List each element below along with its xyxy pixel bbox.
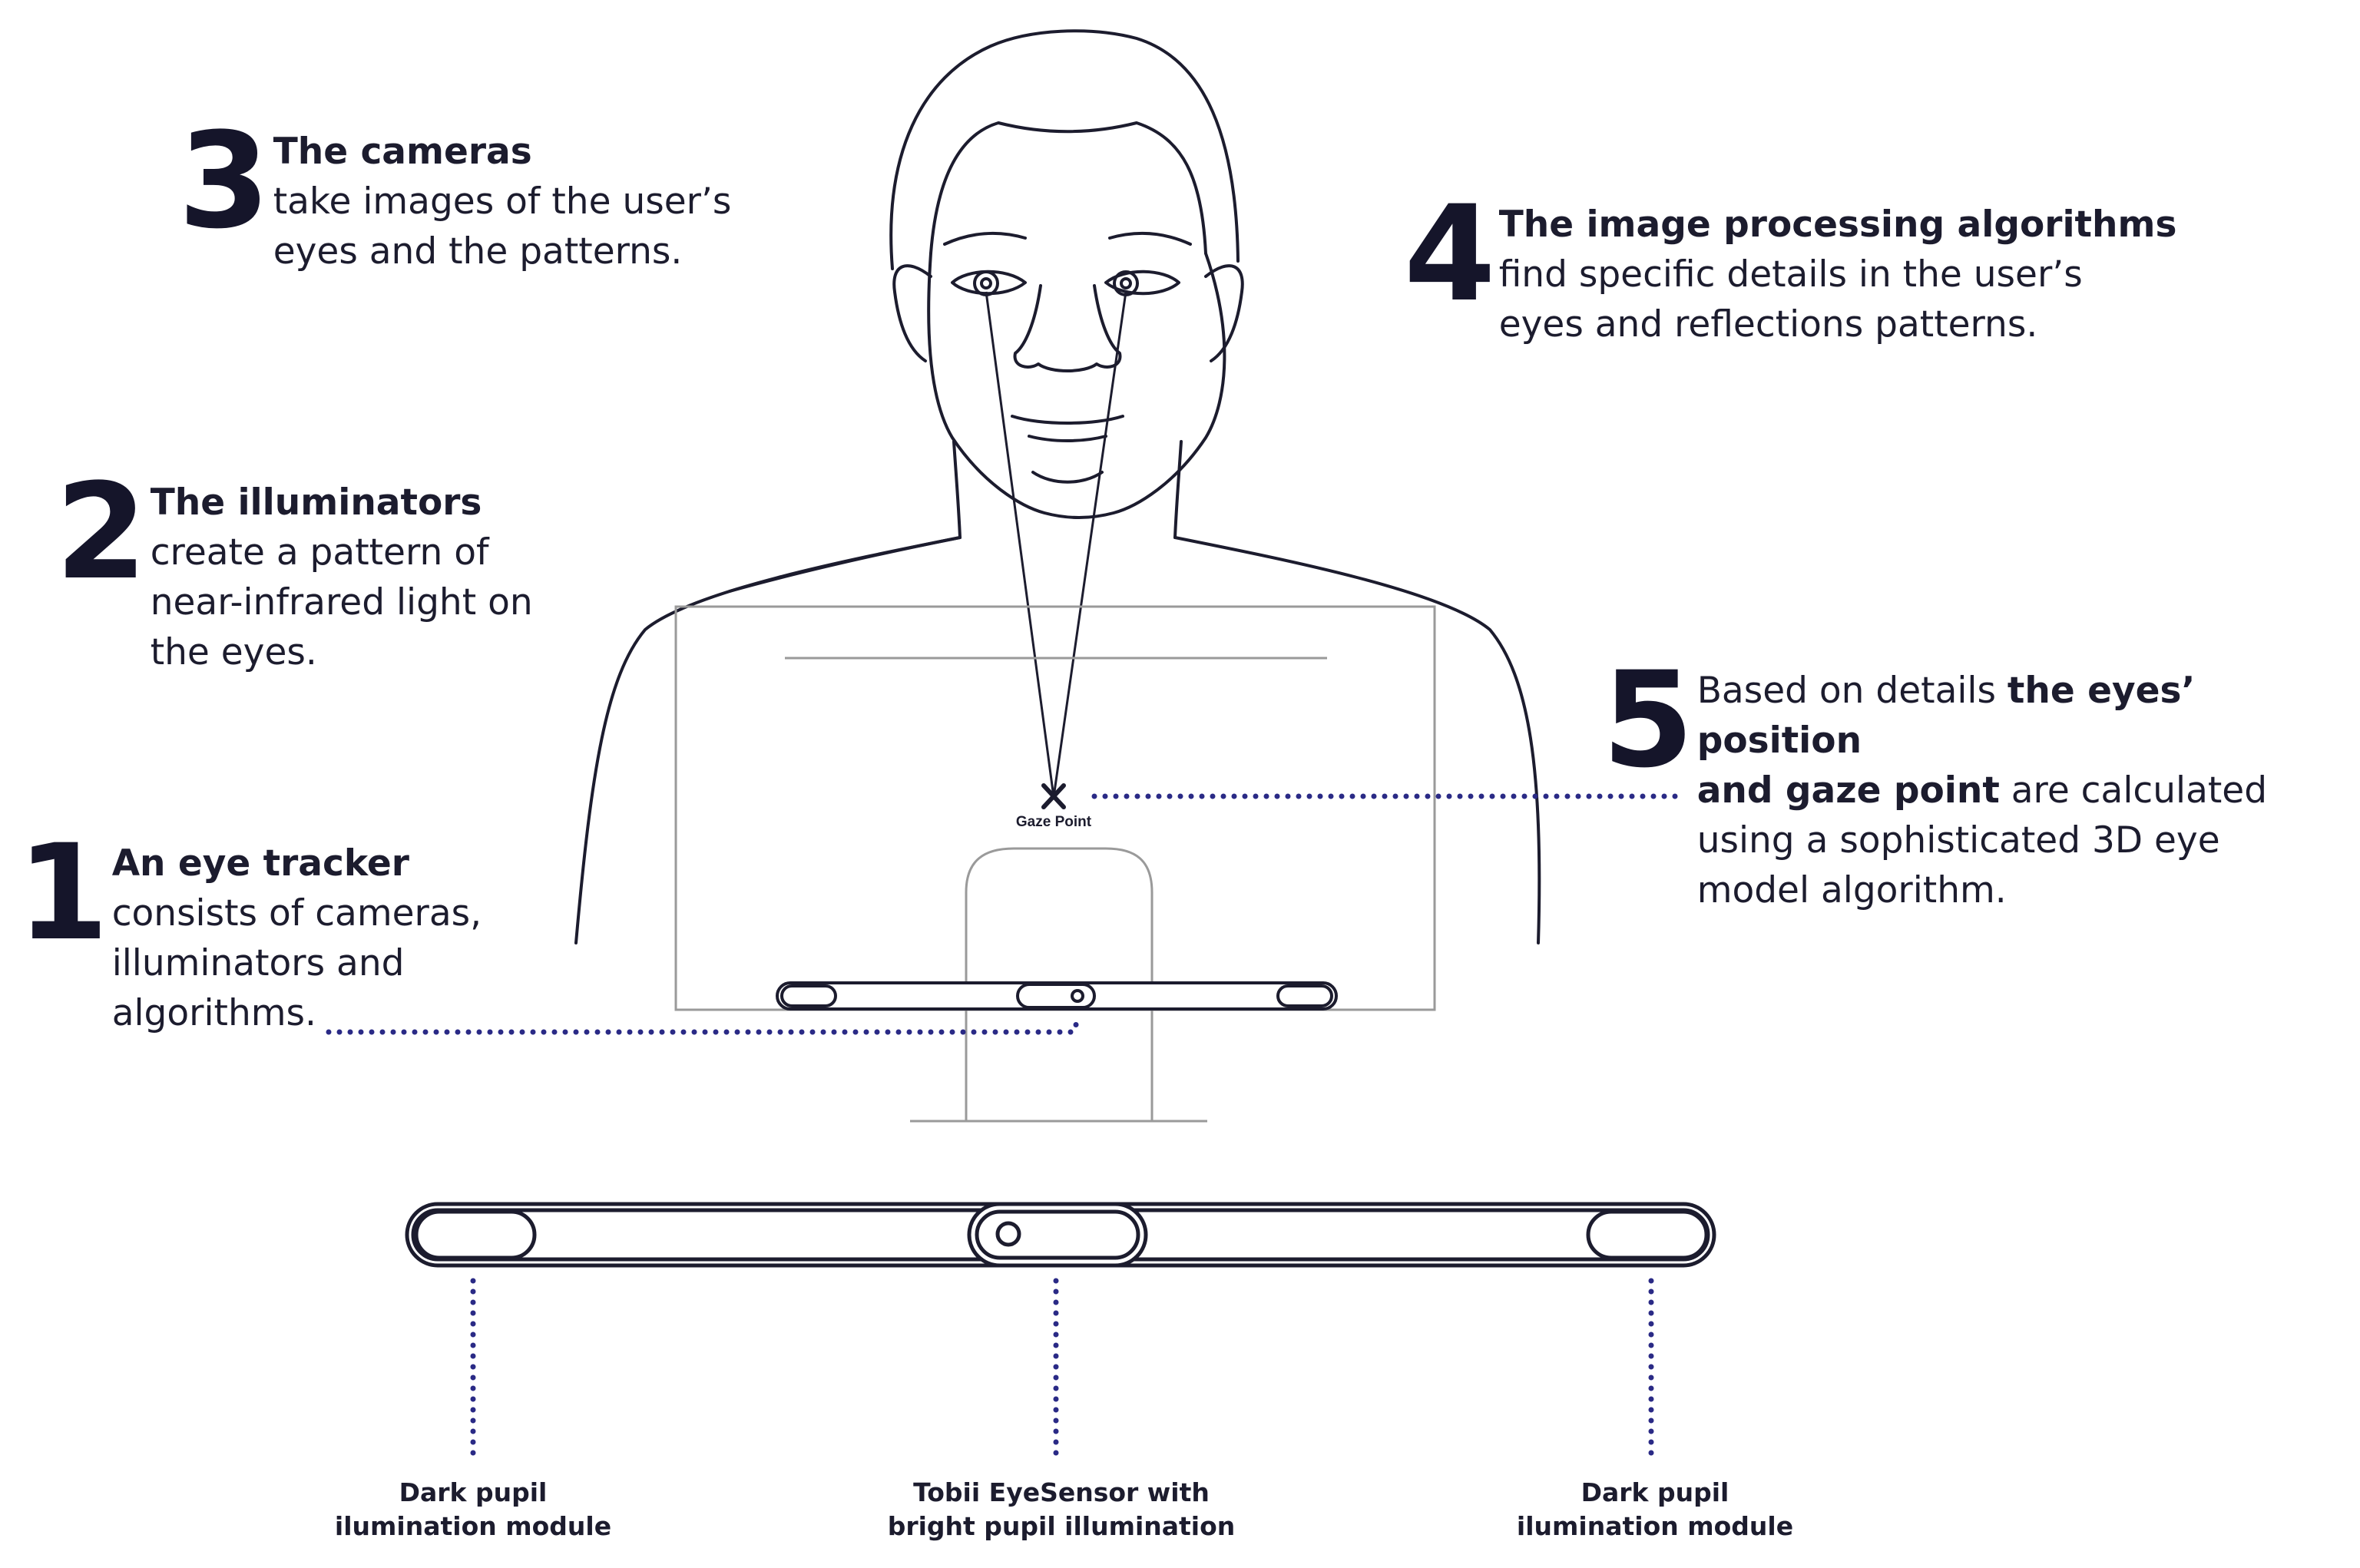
hair-line — [929, 121, 1207, 255]
step-line: algorithms. — [111, 992, 316, 1034]
step-number: 4 — [1404, 177, 1496, 331]
module-label-line: ilumination module — [1516, 1511, 1794, 1541]
monitor — [674, 605, 1436, 1123]
nose — [1013, 284, 1122, 372]
step-title: The cameras — [273, 131, 532, 173]
gaze-point-label: Gaze Point — [1015, 814, 1092, 830]
neck-right — [1173, 440, 1183, 539]
step-line-part: are calculated — [1999, 769, 2268, 812]
step-line: using a sophisticated 3D eye — [1696, 819, 2220, 862]
left-shoulder-line — [728, 536, 962, 593]
step-line: Based on details the eyes’ position — [1697, 666, 2360, 766]
shoulders — [574, 536, 1541, 944]
module-label-left: Dark pupil ilumination module — [335, 1476, 611, 1543]
module-label-line: bright pupil illumination — [887, 1511, 1236, 1541]
chin — [1031, 471, 1104, 484]
step-text: An eye tracker consists of cameras, illu… — [112, 839, 482, 1038]
lip-lower — [1028, 435, 1107, 442]
head-figure — [574, 29, 1541, 944]
step-line: illuminators and — [111, 942, 405, 984]
monitor-stand — [965, 847, 1154, 1121]
step-text: The cameras take images of the user’s ey… — [273, 127, 732, 276]
step-3: 3 The cameras take images of the user’s … — [178, 104, 732, 276]
left-eyebrow — [943, 231, 1027, 246]
module-label-line: Tobii EyeSensor with — [913, 1477, 1210, 1507]
left-illumination-module — [414, 1209, 537, 1260]
step-line: model algorithm. — [1696, 869, 2007, 911]
step-text: The image processing algorithms find spe… — [1499, 200, 2177, 349]
step-line: find specific details in the user’s — [1498, 253, 2083, 296]
step-number: 3 — [178, 104, 270, 258]
step-number: 5 — [1602, 643, 1694, 797]
left-iris — [973, 270, 999, 296]
large-eye-tracker — [405, 1202, 1716, 1268]
step-line: take images of the user’s — [273, 180, 732, 223]
sight-lines — [985, 291, 1127, 798]
dotted-connectors — [326, 793, 1689, 1458]
step-5: 5 Based on details the eyes’ position an… — [1602, 643, 2360, 915]
left-pupil — [980, 277, 992, 289]
step-title: The image processing algorithms — [1498, 203, 2177, 246]
left-ear — [892, 264, 932, 362]
step-line: eyes and reflections patterns. — [1498, 303, 2038, 346]
step-title: The illuminators — [150, 481, 482, 524]
step-text: Based on details the eyes’ position and … — [1697, 666, 2360, 915]
step-4: 4 The image processing algorithms find s… — [1404, 177, 2177, 349]
module-label-line: Dark pupil — [1581, 1477, 1729, 1507]
step-number: 2 — [55, 455, 147, 609]
monitor-screen — [674, 605, 1436, 1011]
step-number: 1 — [17, 815, 109, 970]
module-label-right: Dark pupil ilumination module — [1517, 1476, 1793, 1543]
step-1: 1 An eye tracker consists of cameras, il… — [17, 815, 482, 1038]
step-line: the eyes. — [150, 631, 317, 673]
right-eyebrow — [1108, 231, 1192, 246]
step-line-bold: and gaze point — [1696, 769, 2000, 812]
left-eye — [951, 270, 1027, 296]
module-label-line: ilumination module — [334, 1511, 612, 1541]
eyesensor-lens — [995, 1221, 1021, 1247]
small-eye-tracker — [776, 981, 1338, 1011]
step-line-bold: the eyes’ position — [1696, 670, 2196, 762]
step-title: An eye tracker — [111, 842, 409, 885]
step-line: and gaze point are calculated — [1697, 766, 2360, 815]
module-label-line: Dark pupil — [399, 1477, 548, 1507]
step-line: create a pattern of — [150, 531, 489, 574]
mouth — [1011, 415, 1124, 425]
module-label-center: Tobii EyeSensor with bright pupil illumi… — [888, 1476, 1236, 1543]
eyesensor-inner — [975, 1209, 1140, 1260]
step-line: near-infrared light on — [150, 581, 533, 624]
right-illumination-module — [1586, 1209, 1709, 1260]
hair-outline — [889, 29, 1240, 270]
right-ear — [1204, 264, 1244, 362]
step-2: 2 The illuminators create a pattern of n… — [55, 455, 533, 677]
gaze-point-marker — [1041, 783, 1066, 809]
step-line-part: Based on details — [1696, 670, 2007, 712]
step-line: eyes and the patterns. — [273, 230, 683, 273]
step-line: consists of cameras, — [111, 892, 482, 935]
face-outline — [927, 252, 1226, 519]
neck-left — [952, 440, 962, 539]
connector-tracker — [326, 1012, 1082, 1035]
step-text: The illuminators create a pattern of nea… — [151, 478, 533, 677]
right-pupil — [1120, 277, 1132, 289]
